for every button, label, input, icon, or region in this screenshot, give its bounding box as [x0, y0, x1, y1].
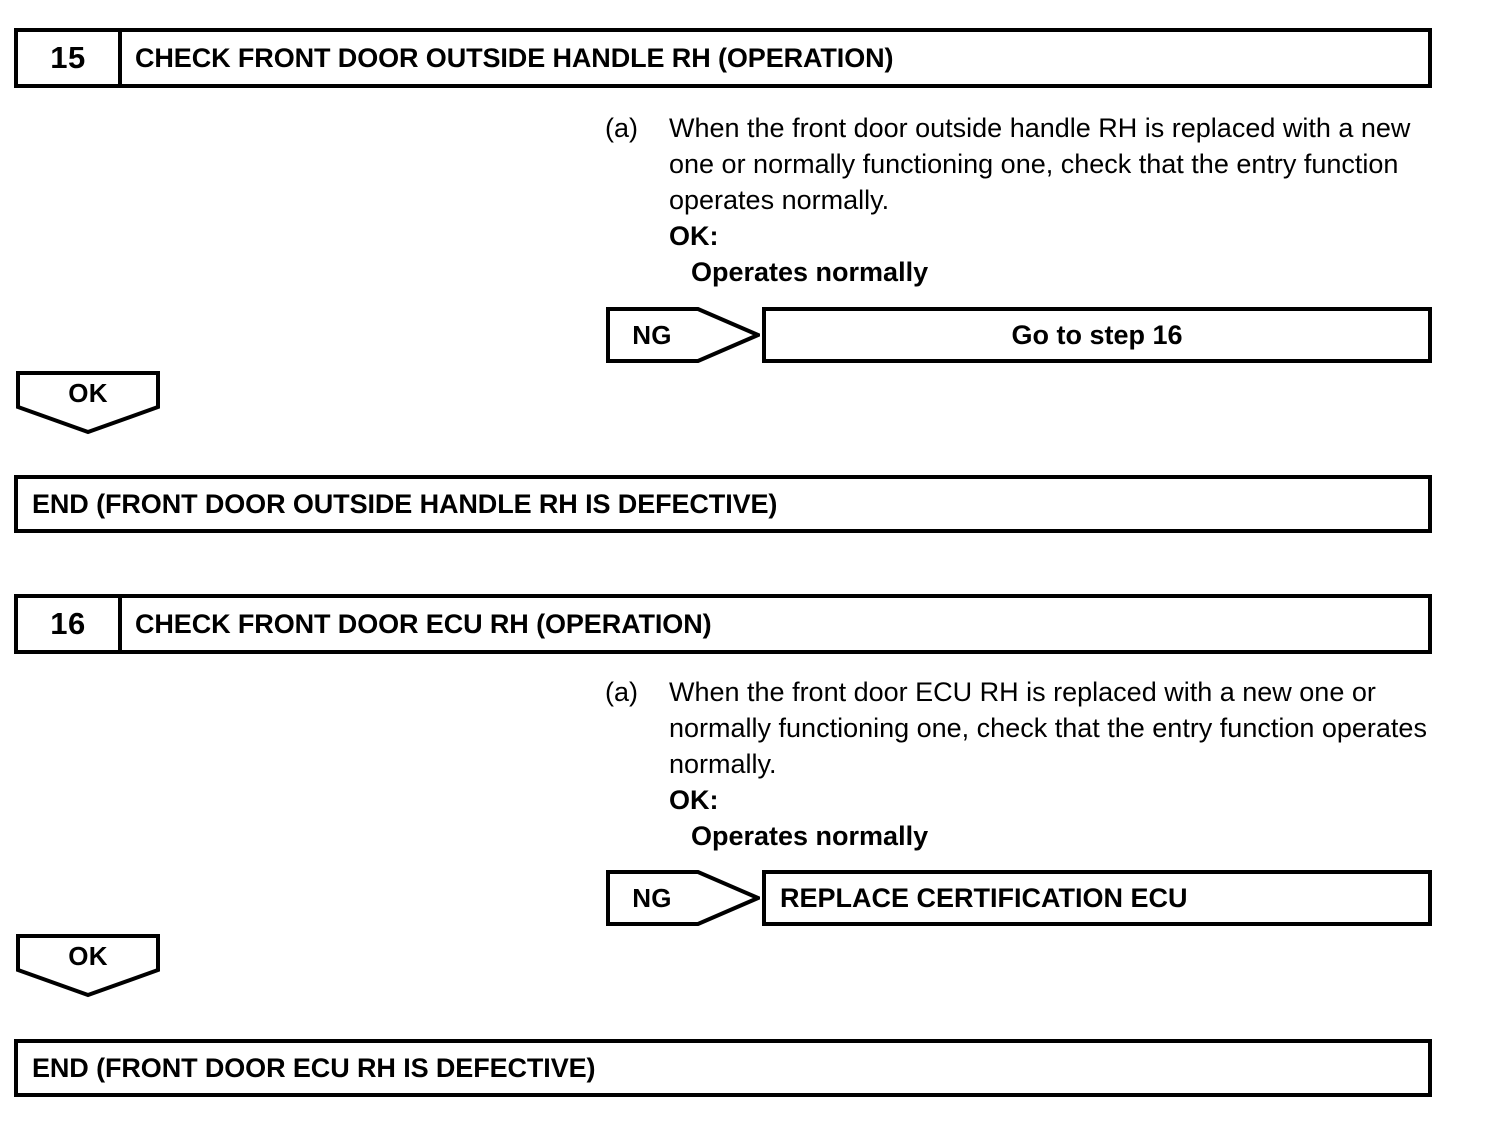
step-16-instruction-marker: (a)	[605, 677, 638, 707]
step-15-ng-result-box: Go to step 16	[762, 307, 1432, 363]
step-16-ng-label: NG	[632, 882, 672, 913]
ok-pentagon-icon	[16, 371, 160, 435]
step-15-instruction: (a) When the front door outside handle R…	[605, 110, 1435, 290]
step-15-instruction-marker: (a)	[605, 113, 638, 143]
step-16-instruction: (a) When the front door ECU RH is replac…	[605, 674, 1435, 854]
step-number-15: 15	[18, 32, 122, 84]
ng-chevron-icon	[606, 307, 760, 363]
step-title-15: CHECK FRONT DOOR OUTSIDE HANDLE RH (OPER…	[135, 42, 894, 73]
step-15-ng-label: NG	[632, 319, 672, 350]
step-15-instruction-body: When the front door outside handle RH is…	[669, 110, 1435, 290]
step-15-ok-tag: OK	[16, 371, 160, 435]
ng-chevron-icon	[606, 870, 760, 926]
step-16-end-label: END (FRONT DOOR ECU RH IS DEFECTIVE)	[32, 1052, 596, 1083]
step-title-16: CHECK FRONT DOOR ECU RH (OPERATION)	[135, 608, 712, 639]
step-16-ok-tag: OK	[16, 934, 160, 998]
step-header-16: 16 CHECK FRONT DOOR ECU RH (OPERATION)	[14, 594, 1432, 654]
step-16-end-box: END (FRONT DOOR ECU RH IS DEFECTIVE)	[14, 1039, 1432, 1097]
step-16-ok-tag-label: OK	[68, 940, 108, 971]
step-header-15: 15 CHECK FRONT DOOR OUTSIDE HANDLE RH (O…	[14, 28, 1432, 88]
step-15-ng-result-label: Go to step 16	[1011, 319, 1183, 350]
step-15-ok-value: Operates normally	[691, 257, 929, 287]
step-15-ok-tag-label: OK	[68, 377, 108, 408]
step-16-ok-value: Operates normally	[691, 821, 929, 851]
step-16-instruction-text: When the front door ECU RH is replaced w…	[669, 677, 1427, 779]
step-15-end-label: END (FRONT DOOR OUTSIDE HANDLE RH IS DEF…	[32, 488, 778, 519]
step-16-instruction-body: When the front door ECU RH is replaced w…	[669, 674, 1435, 854]
step-15-instruction-text: When the front door outside handle RH is…	[669, 113, 1411, 215]
step-15-end-box: END (FRONT DOOR OUTSIDE HANDLE RH IS DEF…	[14, 475, 1432, 533]
step-16-ng-result-box: REPLACE CERTIFICATION ECU	[762, 870, 1432, 926]
step-16-ng-tag: NG	[606, 870, 760, 926]
step-16-ok-label: OK:	[669, 785, 719, 815]
step-15-ng-tag: NG	[606, 307, 760, 363]
step-15-ok-label: OK:	[669, 221, 719, 251]
ok-pentagon-icon	[16, 934, 160, 998]
step-number-16: 16	[18, 598, 122, 650]
step-16-ng-result-label: REPLACE CERTIFICATION ECU	[780, 882, 1188, 913]
